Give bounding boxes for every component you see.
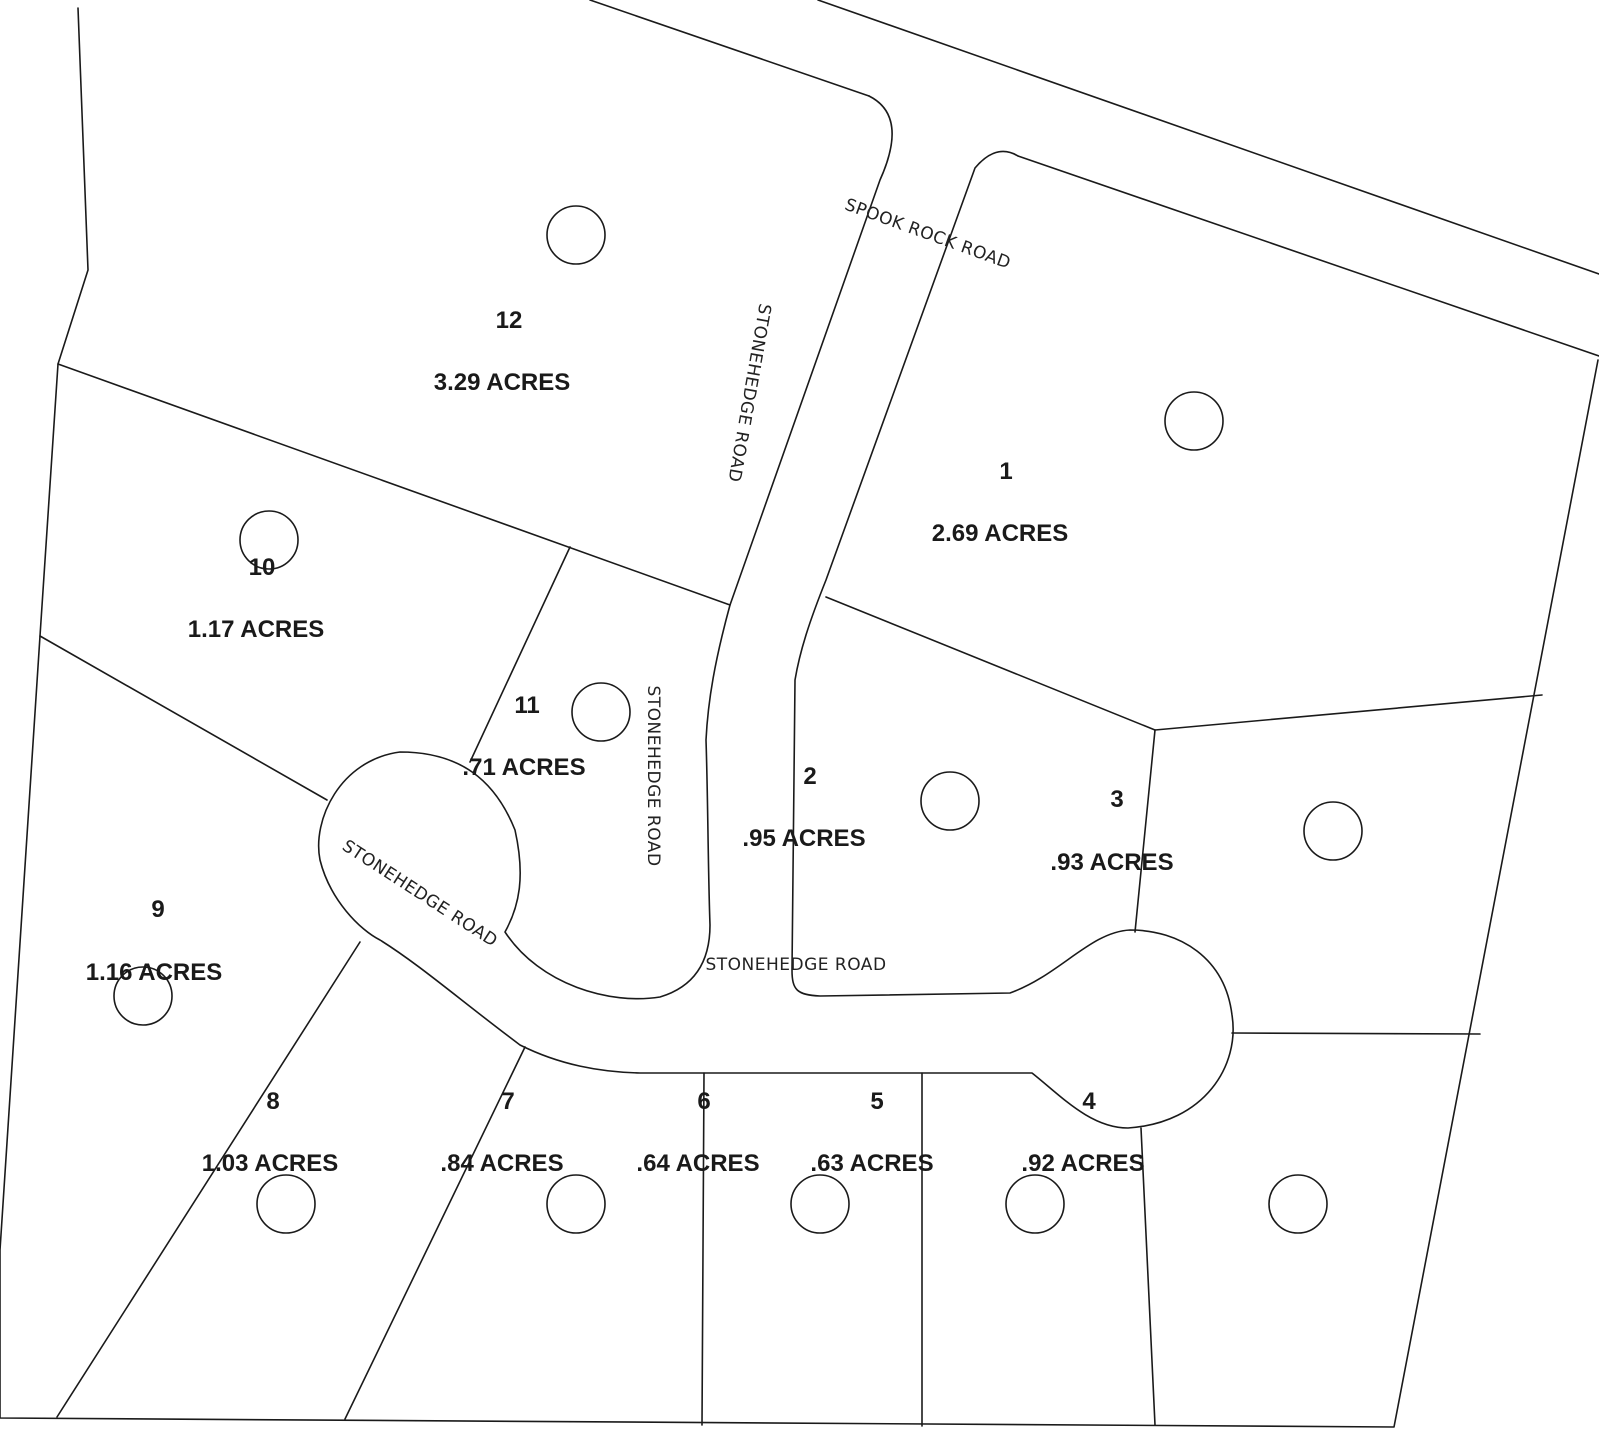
lot-line-5-6 [701,1072,705,1426]
lot-number: 7 [501,1088,514,1115]
tree-circle [113,966,173,1026]
lot-number: 1 [999,458,1012,485]
tree-circle [239,510,299,570]
lot-number: 4 [1082,1088,1096,1115]
lot-acreage: 3.29 ACRES [434,369,571,396]
lot-number: 9 [151,896,164,923]
lot-acreage: .71 ACRES [462,754,585,781]
tree-circle [546,205,606,265]
spook-rock-road-edge [589,0,870,97]
lot-line-12-10 [57,363,731,606]
lot-acreage: 2.69 ACRES [932,520,1069,547]
tree-circle [1268,1174,1328,1234]
lot-line-4-east [1140,1127,1156,1426]
tree-circle [546,1174,606,1234]
tree-circle [920,771,980,831]
lot-number: 3 [1110,786,1123,813]
lot-line-8-9 [56,941,361,1418]
lot-line-1-3 [1154,694,1543,731]
road-label-stonehedge: STONEHEDGE ROAD [338,836,501,951]
spook-rock-road-edge [817,0,1599,275]
lot-number: 11 [514,692,539,719]
tree-circle [790,1174,850,1234]
lot-acreage: .93 ACRES [1050,849,1173,876]
lot-acreage: 1.17 ACRES [188,616,325,643]
road-label-stonehedge: STONEHEDGE ROAD [643,685,663,866]
road-label-stonehedge: STONEHEDGE ROAD [723,302,774,484]
lot-number: 2 [803,763,816,790]
road-label-spook-rock: SPOOK ROCK ROAD [842,195,1013,274]
lot-number: 8 [266,1088,279,1115]
lot-line-2-3 [1134,729,1156,933]
lot-number: 12 [496,307,523,334]
tree-circle [256,1174,316,1234]
lot-line-10-11 [469,546,571,763]
lot-line-1-2 [825,596,1156,731]
lot-acreage: .95 ACRES [742,825,865,852]
tree-circle [1164,391,1224,451]
lot-line-10-9 [39,635,328,801]
lot-acreage: 1.16 ACRES [86,959,223,986]
lot-number: 10 [249,554,276,581]
lot-acreage: 1.03 ACRES [202,1150,339,1177]
stonehedge-road-edge [317,95,1234,1129]
tree-circle [571,682,631,742]
lot-acreage: .63 ACRES [810,1150,933,1177]
road-label-stonehedge: STONEHEDGE ROAD [705,955,886,975]
lot-acreage: .64 ACRES [636,1150,759,1177]
lot-line-6-7 [344,1046,526,1420]
lot-number: 6 [697,1088,710,1115]
lot-line-3-4 [1231,1032,1481,1035]
spook-rock-road-edge [1017,155,1599,357]
lot-acreage: .84 ACRES [440,1150,563,1177]
tree-circle [1303,801,1363,861]
lot-acreage: .92 ACRES [1021,1150,1144,1177]
tree-circle [1005,1174,1065,1234]
property-boundary [0,7,1599,1428]
lot-number: 5 [870,1088,883,1115]
